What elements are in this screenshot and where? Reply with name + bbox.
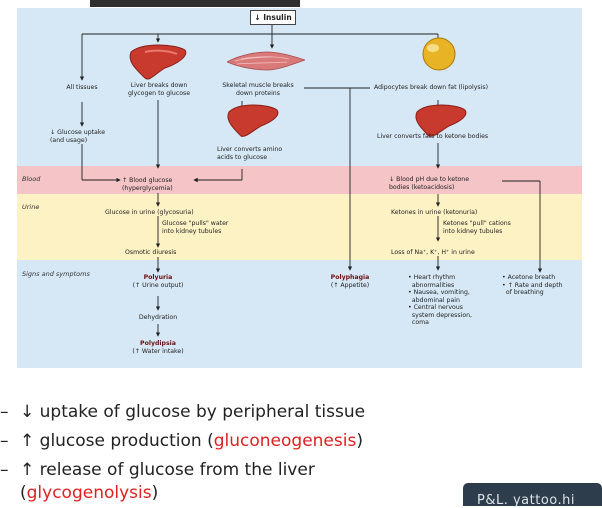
breath-symptoms-list: • Acetone breath • ↑ Rate and depth of b… (502, 274, 563, 296)
fat-cell-icon (422, 37, 456, 71)
band-label-urine: Urine (22, 203, 40, 211)
corner-watermark-text: P&L. yattoo.hi (477, 493, 575, 508)
glucose-uptake-label: ↓ Glucose uptake (and usage) (50, 129, 106, 144)
blood-ph-label: ↓ Blood pH due to ketone bodies (ketoaci… (389, 176, 470, 191)
band-label-signs: Signs and symptoms (22, 270, 90, 278)
dash-icon: – (0, 402, 9, 422)
liver-ketone-label: Liver converts fats to ketone bodies (377, 133, 489, 140)
liver-ketone-icon (415, 104, 467, 137)
dehydration-label: Dehydration (138, 314, 178, 321)
connector-lines (79, 23, 543, 337)
osmotic-diuresis-label: Osmotic diuresis (125, 249, 177, 256)
polyphagia-sub: (↑ Appetite) (330, 282, 370, 289)
band-signs (17, 260, 582, 368)
liver-icon (129, 44, 187, 80)
polyuria-title: Polyuria (143, 274, 173, 281)
liver-amino-label: Liver converts amino acids to glucose (217, 146, 283, 161)
liver-amino-icon (227, 104, 279, 137)
bullet-release-text: ↑ release of glucose from the liver (20, 460, 315, 480)
polyuria-sub: (↑ Urine output) (132, 282, 184, 289)
polyphagia-title: Polyphagia (330, 274, 370, 281)
glycogenolysis-highlight: glycogenolysis (26, 483, 152, 503)
polydipsia-sub: (↑ Water intake) (132, 348, 184, 355)
corner-watermark-box: P&L. yattoo.hi (463, 483, 602, 508)
gluconeogenesis-highlight: gluconeogenesis (213, 431, 357, 451)
band-label-blood: Blood (22, 175, 41, 183)
glucose-pulls-label: Glucose "pulls" water into kidney tubule… (162, 220, 229, 235)
heart-symptoms-list: • Heart rhythm abnormalities • Nausea, v… (408, 274, 472, 326)
dash-icon: – (0, 460, 9, 480)
polydipsia-title: Polydipsia (140, 340, 176, 347)
ketonuria-label: Ketones in urine (ketonuria) (391, 209, 478, 216)
bullet-release-cont-text: (glycogenolysis) (20, 483, 159, 503)
muscle-protein-label: Skeletal muscle breaks down proteins (222, 82, 294, 97)
band-urine (17, 194, 582, 260)
dka-diagram: Blood Urine Signs and symptoms (17, 8, 582, 368)
bullet-uptake-text: ↓ uptake of glucose by peripheral tissue (20, 402, 366, 422)
adipocytes-label: Adipocytes break down fat (lipolysis) (374, 84, 489, 91)
liver-glycogen-label: Liver breaks down glycogen to glucose (127, 82, 191, 97)
muscle-icon (227, 51, 305, 71)
loss-cations-label: Loss of Na⁺, K⁺, H⁺ in urine (391, 249, 475, 256)
glycosuria-label: Glucose in urine (glycosuria) (105, 209, 194, 216)
insulin-box: ↓ Insulin (250, 10, 296, 25)
top-dark-bar (90, 0, 300, 7)
all-tissues-label: All tissues (66, 84, 98, 91)
ketones-pull-label: Ketones "pull" cations into kidney tubul… (443, 220, 511, 235)
bullet-production-text: ↑ glucose production (gluconeogenesis) (20, 431, 363, 451)
blood-glucose-label: ↑ Blood glucose (hyperglycemia) (122, 177, 173, 192)
dash-icon: – (0, 431, 9, 451)
